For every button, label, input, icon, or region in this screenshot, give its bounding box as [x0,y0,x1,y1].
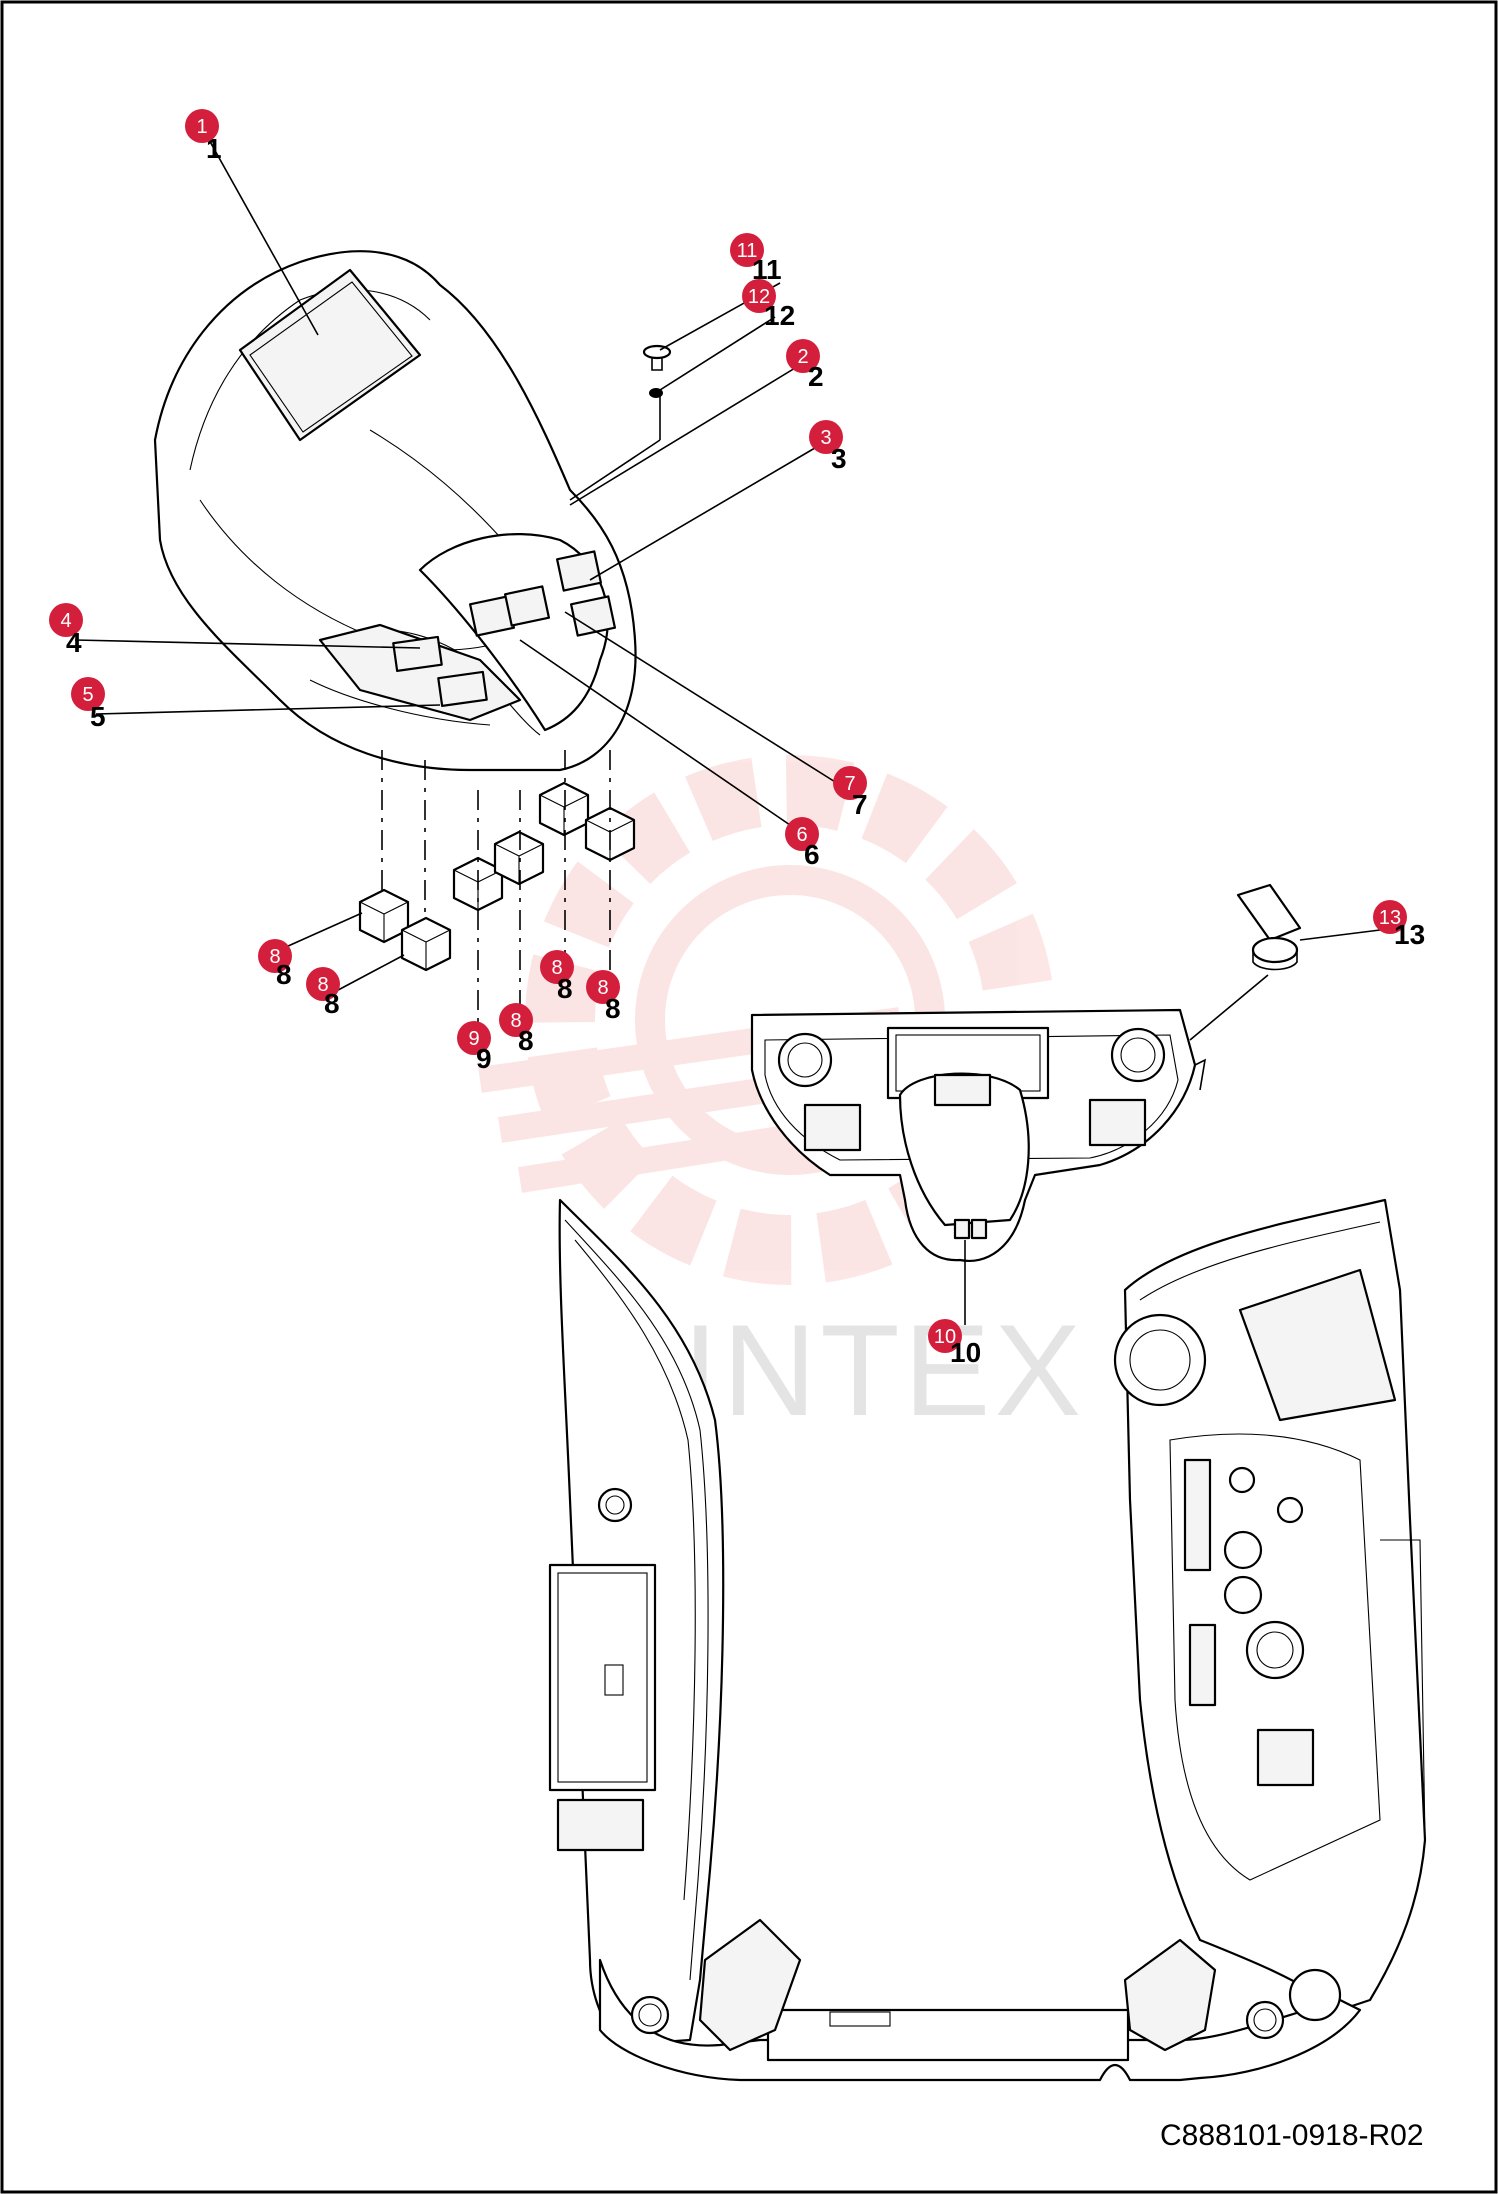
callout-label: 7 [852,789,868,820]
callout-badge-text: 8 [317,974,328,996]
callout-label: 2 [808,361,824,392]
leader-lines [74,137,1381,1325]
callout-badge [185,109,219,143]
callout-badge [928,1319,962,1353]
callout-8e: 8 8 [499,1003,534,1056]
key-switch-part [1236,883,1302,971]
callout-badge [586,970,620,1004]
callout-9: 9 9 [457,1021,492,1074]
callout-badge [71,677,105,711]
callout-label: 8 [324,988,340,1019]
callout-3: 3 3 [809,420,847,474]
callout-badge-text: 7 [844,773,855,795]
document-id: C888101-0918-R02 [1160,2119,1424,2152]
callout-badge [258,939,292,973]
callout-badge-text: 6 [796,824,807,846]
callout-4: 4 4 [49,603,83,658]
callout-badge [730,233,764,267]
callout-badge-text: 1 [196,116,207,138]
callout-badge-text: 11 [737,240,758,262]
callout-badge [540,950,574,984]
callout-badge [499,1003,533,1037]
callout-badge-text: 8 [597,977,608,999]
callout-5: 5 5 [71,677,106,732]
callout-badge [809,420,843,454]
callout-1: 1 1 [185,109,222,164]
callout-label: 9 [476,1043,492,1074]
callout-label: 6 [804,839,820,870]
callout-label: 8 [557,973,573,1004]
handle-housing [153,250,637,772]
callout-13: 13 13 [1373,900,1425,950]
callout-label: 10 [950,1337,981,1368]
callout-badge-text: 8 [269,946,280,968]
callout-badge-text: 8 [551,957,562,979]
callout-label: 3 [831,443,847,474]
callout-7: 7 7 [833,766,868,820]
callout-badge [785,817,819,851]
callout-label: 4 [66,627,82,658]
callout-badge [786,339,820,373]
handle-switch-buttons [392,550,617,708]
callout-label: 13 [1394,919,1425,950]
callout-label: 12 [764,300,795,331]
callout-badge [306,967,340,1001]
callout-badge-text: 8 [510,1010,521,1032]
callout-badge [833,766,867,800]
console-frame-part [548,1198,1427,2082]
callout-badge-text: 2 [797,346,808,368]
callout-badge-text: 12 [748,286,770,308]
callout-8b: 8 8 [306,967,340,1019]
screw-part [642,344,672,398]
callout-11: 11 11 [730,233,782,285]
callout-6: 6 6 [785,817,820,870]
callouts: 1 1 2 2 3 3 4 4 5 5 6 6 7 [49,109,1425,1368]
callout-10: 10 10 [928,1319,981,1368]
callout-badge [457,1021,491,1055]
callout-label: 8 [276,959,292,990]
callout-label: 5 [90,701,106,732]
callout-badge-text: 5 [82,684,93,706]
assembly-guides [381,750,611,1040]
callout-badge-text: 13 [1379,907,1401,929]
callout-label: 8 [518,1025,534,1056]
callout-label: 8 [605,993,621,1024]
callout-badge-text: 10 [934,1326,956,1348]
callout-badge-text: 9 [468,1028,479,1050]
callout-2: 2 2 [786,339,824,392]
callout-badge-text: 3 [820,427,831,449]
callout-badge [49,603,83,637]
callout-badge-text: 4 [60,610,71,632]
callout-8d: 8 8 [586,970,621,1024]
control-panel-part [750,1008,1207,1262]
callout-8c: 8 8 [540,950,574,1004]
callout-12: 12 12 [742,279,795,331]
callout-badge [1373,900,1407,934]
callout-8a: 8 8 [258,939,292,990]
callout-label: 1 [206,133,222,164]
callout-badge [742,279,776,313]
